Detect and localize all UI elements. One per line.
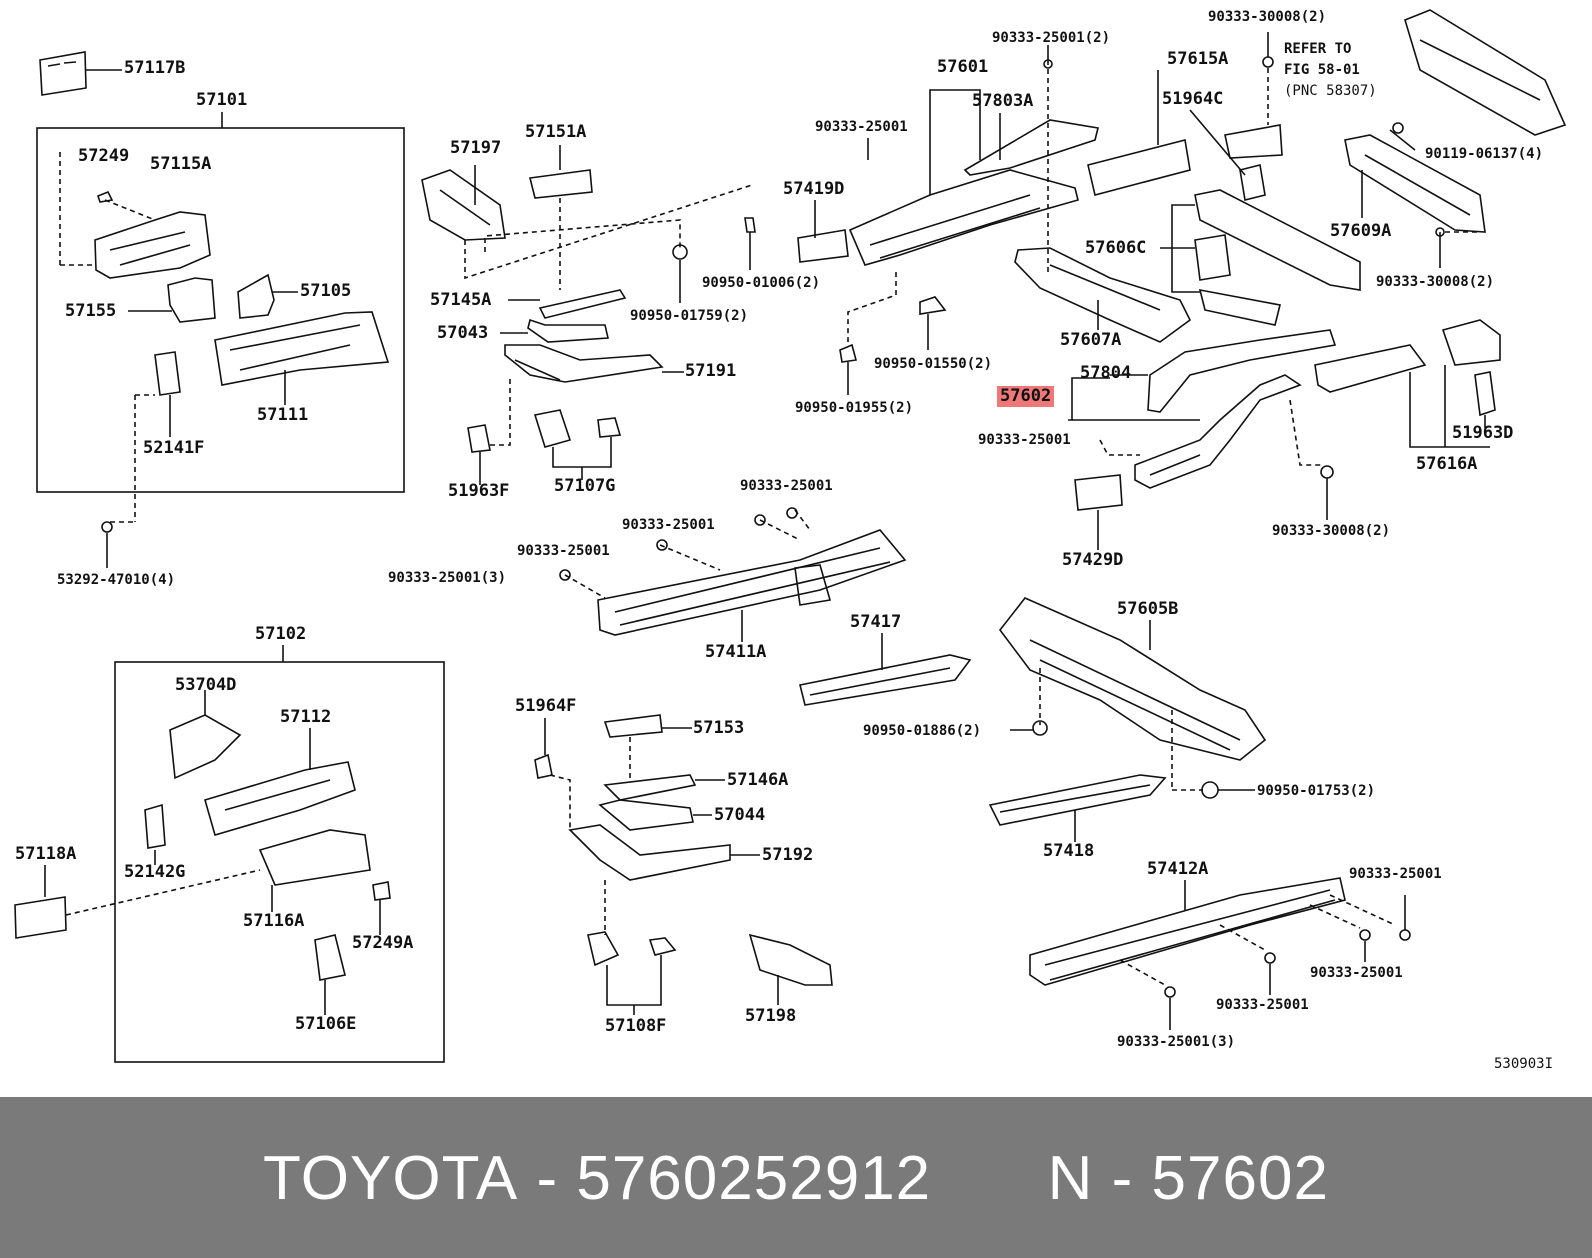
label-57429D: 57429D bbox=[1062, 550, 1124, 570]
label-52141F: 52141F bbox=[143, 438, 205, 458]
label-57101: 57101 bbox=[196, 90, 248, 110]
label-57043: 57043 bbox=[437, 323, 489, 343]
label-57111: 57111 bbox=[257, 405, 309, 425]
label-52142G: 52142G bbox=[124, 862, 186, 882]
label-57616A: 57616A bbox=[1416, 454, 1478, 474]
footer-part-number: 5760252912 bbox=[576, 1144, 932, 1213]
label-57602-highlighted: 57602 bbox=[997, 386, 1055, 407]
label-90950-01886: 90950-01886(2) bbox=[863, 723, 982, 739]
note-line2: FIG 58-01 bbox=[1284, 62, 1360, 78]
label-90333-25001-a: 90333-25001 bbox=[815, 119, 908, 135]
label-90950-01550: 90950-01550(2) bbox=[874, 356, 993, 372]
label-57249: 57249 bbox=[78, 146, 130, 166]
label-57108F: 57108F bbox=[605, 1016, 667, 1036]
label-57117B: 57117B bbox=[124, 58, 186, 78]
label-90333-25001-3b: 90333-25001(3) bbox=[1117, 1034, 1236, 1050]
label-57115A: 57115A bbox=[150, 154, 212, 174]
label-90333-30008-top: 90333-30008(2) bbox=[1208, 9, 1327, 25]
label-51964C: 51964C bbox=[1162, 89, 1224, 109]
label-90333-25001-b: 90333-25001 bbox=[978, 432, 1071, 448]
footer-sep-1: - bbox=[536, 1144, 559, 1213]
group-box-57101 bbox=[36, 127, 405, 493]
label-57102: 57102 bbox=[255, 624, 307, 644]
label-57615A: 57615A bbox=[1167, 49, 1229, 69]
label-57155: 57155 bbox=[65, 301, 117, 321]
label-57609A: 57609A bbox=[1330, 221, 1392, 241]
footer-sep-2: - bbox=[1111, 1144, 1134, 1213]
label-57107G: 57107G bbox=[554, 476, 616, 496]
label-90333-25001-e: 90333-25001 bbox=[517, 543, 610, 559]
label-57601: 57601 bbox=[937, 57, 989, 77]
label-90950-01955: 90950-01955(2) bbox=[795, 400, 914, 416]
label-90333-30008-r: 90333-30008(2) bbox=[1376, 274, 1495, 290]
label-57192: 57192 bbox=[762, 845, 814, 865]
footer-brand: TOYOTA bbox=[263, 1144, 519, 1213]
label-90333-25001-c: 90333-25001 bbox=[740, 478, 833, 494]
footer-caption: TOYOTA - 5760252912 N - 57602 bbox=[0, 1143, 1592, 1214]
label-57803A: 57803A bbox=[972, 91, 1034, 111]
label-57118A: 57118A bbox=[15, 844, 77, 864]
part-57115A-shape bbox=[94, 211, 211, 279]
label-51963F: 51963F bbox=[448, 481, 510, 501]
label-51963D: 51963D bbox=[1452, 423, 1514, 443]
label-90950-01753: 90950-01753(2) bbox=[1257, 783, 1376, 799]
label-57106E: 57106E bbox=[295, 1014, 357, 1034]
label-90333-25001-2: 90333-25001(2) bbox=[992, 30, 1111, 46]
label-90333-25001-3a: 90333-25001(3) bbox=[388, 570, 507, 586]
label-57607A: 57607A bbox=[1060, 330, 1122, 350]
label-57112: 57112 bbox=[280, 707, 332, 727]
label-90333-25001-d: 90333-25001 bbox=[622, 517, 715, 533]
label-51964F: 51964F bbox=[515, 696, 577, 716]
parts-diagram: 57117B 57101 57249 57115A 57155 57105 57… bbox=[14, 9, 1567, 1072]
label-57198: 57198 bbox=[745, 1006, 797, 1026]
label-90119-06137: 90119-06137(4) bbox=[1425, 146, 1544, 162]
part-57117B-shape bbox=[39, 51, 87, 96]
label-57411A: 57411A bbox=[705, 642, 767, 662]
label-57605B: 57605B bbox=[1117, 599, 1179, 619]
label-53704D: 53704D bbox=[175, 675, 237, 695]
label-57105: 57105 bbox=[300, 281, 352, 301]
label-57417: 57417 bbox=[850, 612, 902, 632]
footer-variant: N bbox=[1047, 1144, 1094, 1213]
label-90333-30008-b: 90333-30008(2) bbox=[1272, 523, 1391, 539]
label-57804: 57804 bbox=[1080, 363, 1132, 383]
label-90950-01006: 90950-01006(2) bbox=[702, 275, 821, 291]
label-53292-47010: 53292-47010(4) bbox=[57, 572, 176, 588]
label-90333-25001-h: 90333-25001 bbox=[1216, 997, 1309, 1013]
label-57153: 57153 bbox=[693, 718, 745, 738]
label-57249A: 57249A bbox=[352, 933, 414, 953]
label-57412A: 57412A bbox=[1147, 859, 1209, 879]
figure-id: 530903I bbox=[1494, 1056, 1554, 1072]
label-57606C: 57606C bbox=[1085, 238, 1147, 258]
label-57151A: 57151A bbox=[525, 122, 587, 142]
label-57146A: 57146A bbox=[727, 770, 789, 790]
note-line3: (PNC 58307) bbox=[1284, 83, 1377, 99]
label-57419D: 57419D bbox=[783, 179, 845, 199]
group-box-57102 bbox=[114, 661, 445, 1063]
footer-ref: 57602 bbox=[1151, 1144, 1329, 1213]
diagram-drawing bbox=[14, 9, 1567, 1063]
label-57044: 57044 bbox=[714, 805, 766, 825]
label-57191: 57191 bbox=[685, 361, 737, 381]
label-57418: 57418 bbox=[1043, 841, 1095, 861]
label-90333-25001-g: 90333-25001 bbox=[1310, 965, 1403, 981]
label-57145A: 57145A bbox=[430, 290, 492, 310]
footer-bar: TOYOTA - 5760252912 N - 57602 bbox=[0, 1097, 1592, 1258]
label-57197: 57197 bbox=[450, 138, 502, 158]
note-line1: REFER TO bbox=[1284, 41, 1352, 57]
label-90333-25001-f: 90333-25001 bbox=[1349, 866, 1442, 882]
label-57116A: 57116A bbox=[243, 911, 305, 931]
label-90950-01759: 90950-01759(2) bbox=[630, 308, 749, 324]
